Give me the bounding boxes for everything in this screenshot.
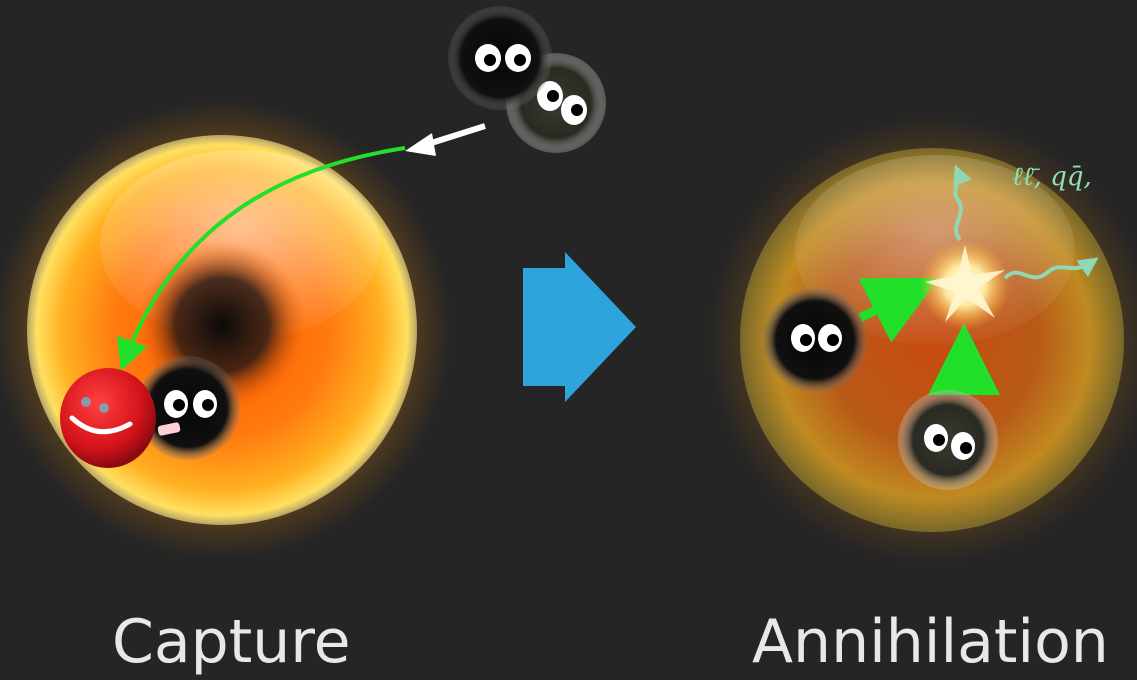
capture-caption: Capture — [112, 612, 351, 672]
dark-matter-particle-left — [763, 288, 867, 392]
capture-panel — [0, 6, 606, 560]
incoming-arrow — [405, 126, 485, 156]
transition-arrow — [523, 252, 636, 402]
annihilation-caption: Annihilation — [752, 612, 1109, 672]
annihilation-products-label: ℓℓ̄, qq̄, — [1012, 162, 1092, 192]
dark-matter-particle-black-top — [448, 6, 552, 110]
dark-matter-particle-bottom — [898, 390, 998, 490]
explosion-starburst — [920, 240, 1010, 330]
